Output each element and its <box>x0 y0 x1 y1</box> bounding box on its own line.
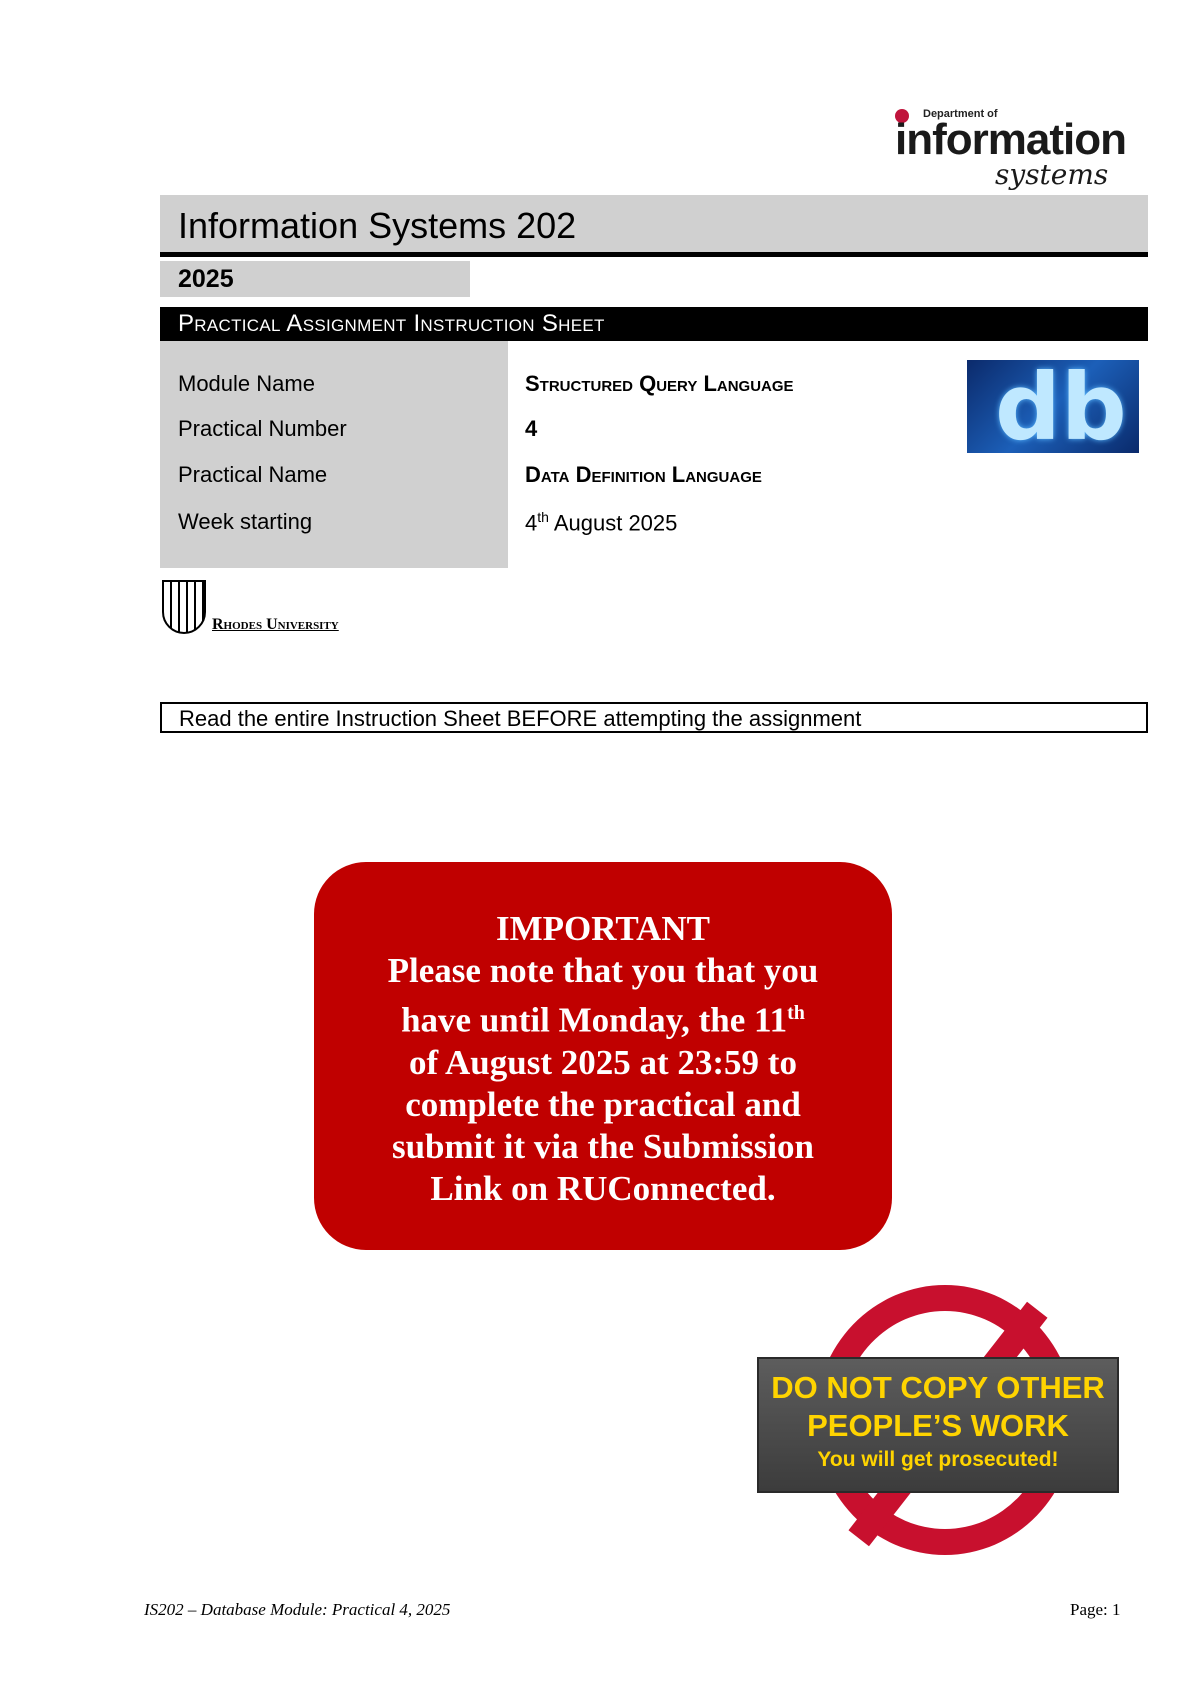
database-logo: db <box>967 360 1139 453</box>
title-band: Information Systems 202 <box>160 195 1148 257</box>
label-practical-number: Practical Number <box>178 416 347 441</box>
value-week-starting: 4th August 2025 <box>525 509 677 536</box>
university-crest-icon <box>162 580 206 634</box>
info-label-column: Module Name Practical Number Practical N… <box>160 341 508 568</box>
university-logo: Rhodes University <box>160 580 420 640</box>
important-line-2-suffix: th <box>787 1002 805 1024</box>
important-line-3: of August 2025 at 23:59 to <box>409 1042 797 1082</box>
logo-small-text: Department of <box>923 108 998 120</box>
important-line-2: have until Monday, the 11th <box>344 992 862 1042</box>
value-practical-number: 4 <box>525 416 538 441</box>
important-line-4: complete the practical and <box>405 1084 801 1124</box>
label-module-name: Module Name <box>178 371 315 396</box>
week-day-suffix: th <box>537 509 549 525</box>
no-copy-warning: DO NOT COPY OTHER PEOPLE’S WORK You will… <box>757 1285 1119 1565</box>
important-line-6: Link on RUConnected. <box>430 1168 776 1208</box>
logo-dot-icon <box>895 109 909 123</box>
important-line-2-text: have until Monday, the 11 <box>401 1000 788 1040</box>
warning-banner: DO NOT COPY OTHER PEOPLE’S WORK You will… <box>757 1357 1119 1493</box>
year-label: 2025 <box>178 265 234 293</box>
university-name: Rhodes University <box>212 616 339 633</box>
read-notice-box: Read the entire Instruction Sheet BEFORE… <box>160 702 1148 733</box>
warning-line-1: DO NOT COPY OTHER <box>771 1370 1105 1405</box>
logo-script-text: systems <box>995 158 1109 191</box>
sheet-title-band: Practical Assignment Instruction Sheet <box>160 307 1148 341</box>
important-heading: IMPORTANT <box>496 909 710 948</box>
label-practical-name: Practical Name <box>178 462 328 487</box>
database-logo-text: db <box>995 360 1127 453</box>
read-notice-text: Read the entire Instruction Sheet BEFORE… <box>179 706 862 731</box>
warning-line-2: PEOPLE’S WORK <box>807 1408 1069 1443</box>
footer-page-number: Page: 1 <box>1070 1600 1121 1619</box>
important-line-5: submit it via the Submission <box>391 1126 815 1166</box>
footer-module-text: IS202 – Database Module: Practical 4, 20… <box>144 1600 451 1619</box>
week-month-year: August 2025 <box>548 510 678 536</box>
important-notice-box: IMPORTANT Please note that you that you … <box>314 862 892 1250</box>
sheet-title: Practical Assignment Instruction Sheet <box>178 310 605 337</box>
value-module-name: Structured Query Language <box>525 371 794 396</box>
warning-line-3: You will get prosecuted! <box>817 1448 1059 1471</box>
label-week-starting: Week starting <box>178 509 313 534</box>
year-band: 2025 <box>160 261 470 297</box>
course-title: Information Systems 202 <box>178 205 577 246</box>
department-logo: Department of information systems <box>895 100 1135 200</box>
value-practical-name: Data Definition Language <box>525 462 762 487</box>
logo-main-text: information <box>895 115 1127 164</box>
week-day: 4 <box>525 510 538 536</box>
important-line-1: Please note that you that you <box>387 951 819 990</box>
